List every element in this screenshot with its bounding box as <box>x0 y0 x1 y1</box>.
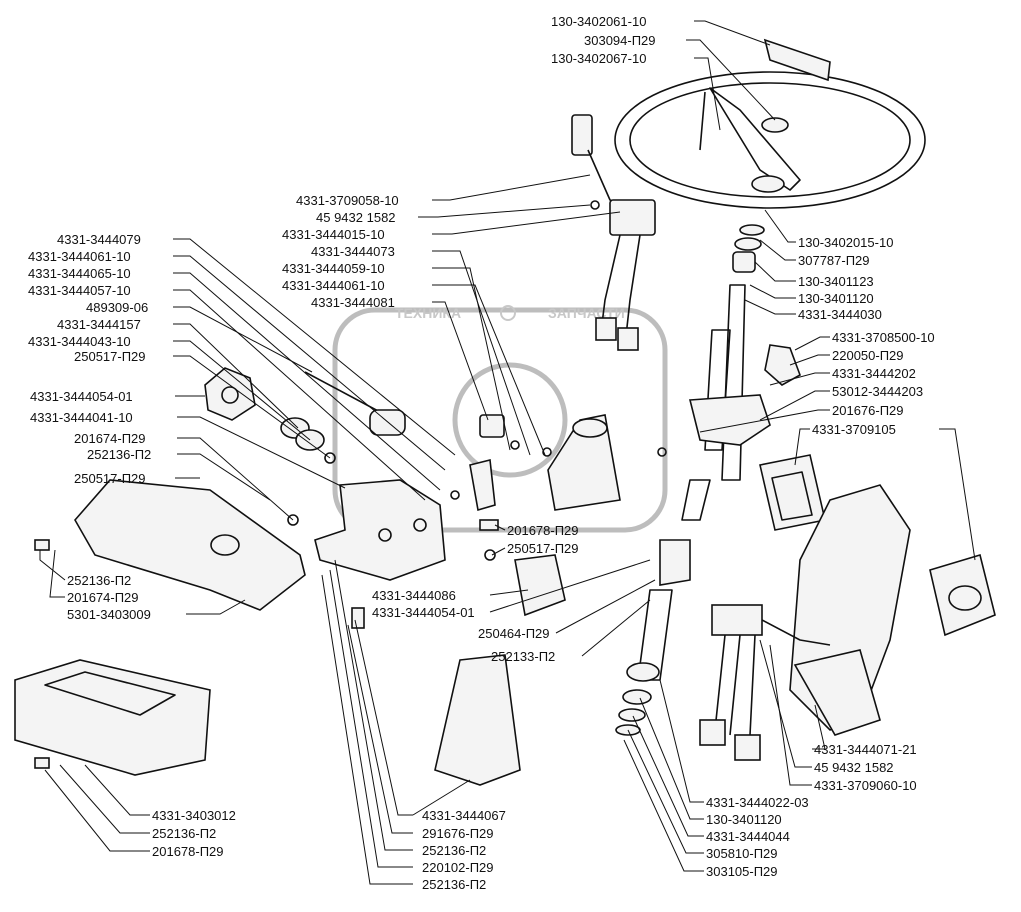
callout-label: 305810-П29 <box>706 846 778 861</box>
combination-switch <box>571 114 656 351</box>
callout-label: 4331-3708500-10 <box>832 330 935 345</box>
callout-label: 4331-3444044 <box>706 829 790 844</box>
callout-label: 4331-3444157 <box>57 317 141 332</box>
watermark-right-text: ЗАПЧАСТИ <box>548 305 625 321</box>
callout-label: 252136-П2 <box>422 843 486 858</box>
callout-label: 4331-3709105 <box>812 422 896 437</box>
callout-label: 130-3402015-10 <box>798 235 893 250</box>
callout-label: 4331-3444086 <box>372 588 456 603</box>
callout-label: 220050-П29 <box>832 348 904 363</box>
callout-label: 220102-П29 <box>422 860 494 875</box>
callout-label: 250517-П29 <box>74 471 146 486</box>
spacer <box>369 409 406 436</box>
callout-label: 201676-П29 <box>832 403 904 418</box>
watermark-gear-icon <box>500 305 516 321</box>
callout-labels: 130-3402061-10 303094-П29 130-3402067-10… <box>28 14 935 892</box>
steering-wheel <box>614 71 926 209</box>
callout-label: 489309-06 <box>86 300 148 315</box>
callout-label: 252133-П2 <box>491 649 555 664</box>
clip <box>479 414 505 438</box>
callout-label: 303094-П29 <box>584 33 656 48</box>
callout-label: 130-3402061-10 <box>551 14 646 29</box>
mounting-bracket <box>314 479 446 581</box>
leader-lines <box>39 20 976 885</box>
nut <box>739 224 765 236</box>
callout-label: 4331-3444067 <box>422 808 506 823</box>
callout-label: 252136-П2 <box>87 447 151 462</box>
callout-label: 45 9432 1582 <box>316 210 396 225</box>
ignition-lock <box>764 344 801 386</box>
callout-label: 4331-3444015-10 <box>282 227 385 242</box>
watermark-emblem <box>452 362 568 478</box>
callout-label: 130-3401123 <box>798 274 874 289</box>
callout-label: 201678-П29 <box>152 844 224 859</box>
callout-label: 201674-П29 <box>67 590 139 605</box>
callout-label: 45 9432 1582 <box>814 760 894 775</box>
control-module <box>434 654 521 786</box>
watermark-left-text: ТЕХНИКА <box>395 305 461 321</box>
bushing <box>732 251 756 273</box>
callout-label: 307787-П29 <box>798 253 870 268</box>
callout-label: 4331-3444061-10 <box>282 278 385 293</box>
callout-label: 4331-3444043-10 <box>28 334 131 349</box>
callout-label: 250464-П29 <box>478 626 550 641</box>
lower-column <box>615 539 691 736</box>
callout-label: 4331-3444079 <box>57 232 141 247</box>
callout-label: 291676-П29 <box>422 826 494 841</box>
screws <box>34 200 667 769</box>
watermark: ТЕХНИКА ЗАПЧАСТИ <box>332 305 668 533</box>
shroud-lower <box>793 649 881 736</box>
callout-label: 4331-3403012 <box>152 808 236 823</box>
lower-cover <box>74 479 306 611</box>
column-bracket <box>688 394 771 446</box>
callout-label: 252136-П2 <box>422 877 486 892</box>
callout-label: 130-3401120 <box>798 291 874 306</box>
cover-block <box>514 554 566 617</box>
callout-label: 4331-3444022-03 <box>706 795 809 810</box>
callout-label: 4331-3444054-01 <box>30 389 133 404</box>
callout-label: 4331-3444054-01 <box>372 605 475 620</box>
washer <box>734 237 762 251</box>
callout-label: 252136-П2 <box>67 573 131 588</box>
bottom-frame <box>14 659 211 776</box>
callout-label: 252136-П2 <box>152 826 216 841</box>
column-tube <box>547 414 621 511</box>
callout-label: 303105-П29 <box>706 864 778 879</box>
callout-label: 4331-3444071-21 <box>814 742 917 757</box>
callout-label: 4331-3444061-10 <box>28 249 131 264</box>
callout-label: 130-3401120 <box>706 812 782 827</box>
callout-label: 130-3402067-10 <box>551 51 646 66</box>
callout-label: 4331-3444059-10 <box>282 261 385 276</box>
horn-emblem <box>763 38 831 82</box>
callout-label: 201674-П29 <box>74 431 146 446</box>
callout-label: 4331-3444030 <box>798 307 882 322</box>
callout-label: 201678-П29 <box>507 523 579 538</box>
callout-label: 4331-3444041-10 <box>30 410 133 425</box>
callout-label: 4331-3709058-10 <box>296 193 399 208</box>
adjust-knob <box>204 367 256 421</box>
callout-label: 4331-3444057-10 <box>28 283 131 298</box>
callout-label: 5301-3403009 <box>67 607 151 622</box>
callout-label: 4331-3444065-10 <box>28 266 131 281</box>
callout-label: 250517-П29 <box>507 541 579 556</box>
wiring-harness <box>699 604 831 761</box>
callout-label: 4331-3709060-10 <box>814 778 917 793</box>
callout-label: 4331-3444081 <box>311 295 395 310</box>
callout-label: 250517-П29 <box>74 349 146 364</box>
callout-label: 53012-3444203 <box>832 384 923 399</box>
callout-label: 4331-3444202 <box>832 366 916 381</box>
callout-label: 4331-3444073 <box>311 244 395 259</box>
bracket-plate <box>469 459 496 512</box>
